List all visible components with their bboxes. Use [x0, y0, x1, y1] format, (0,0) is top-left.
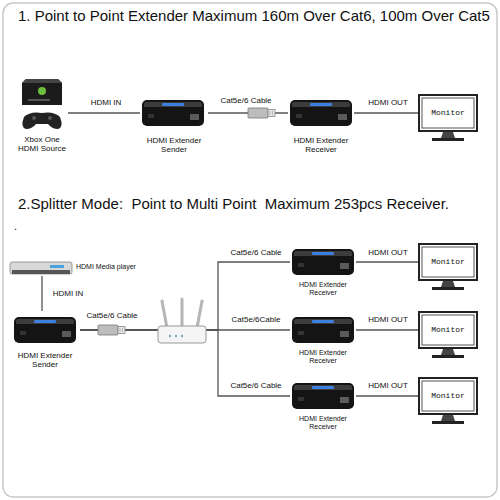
monitor-screen: Monitor [418, 311, 478, 361]
source-device: Xbox One HDMI Source [16, 77, 68, 153]
device-label: HDMI Media player [76, 263, 136, 271]
media-player: HDMI Media player [10, 260, 140, 276]
cable-label: Cat5e/6 Cable [218, 96, 273, 106]
cable-label: HDMI OUT [366, 98, 410, 108]
device-label: HDMI Extender Sender [140, 136, 208, 154]
sender-unit: HDMI Extender Sender [10, 311, 80, 369]
monitor-screen: Monitor [418, 243, 478, 293]
screen-label: Monitor [422, 98, 474, 128]
device-label: HDMI Extender Receiver [290, 281, 356, 297]
device-label: HDMI Extender Receiver [290, 415, 356, 431]
cable-line [356, 395, 418, 396]
sender-picture [14, 317, 76, 343]
cable-line [356, 261, 418, 262]
monitor-screen: Monitor [418, 377, 478, 427]
section-heading: 2.Splitter Mode: Point to Multi Point Ma… [18, 195, 449, 213]
router-picture [158, 299, 206, 343]
device-label: HDMI Extender Receiver [290, 349, 356, 365]
device-label: HDMI Extender Sender [10, 351, 80, 369]
device-label: HDMI Extender Receiver [288, 136, 354, 154]
rj45-plug [248, 108, 275, 118]
cable-label: HDMI IN [89, 98, 124, 108]
cable-label: Cat5e/6 Cable [84, 311, 139, 321]
receiver-picture [292, 249, 354, 275]
sender-picture [142, 100, 204, 126]
screen-label: Monitor [422, 247, 474, 277]
frame-border [3, 3, 497, 497]
diagram-title: 1. Point to Point Extender Maximum 160m … [18, 7, 490, 25]
cable-line [41, 276, 42, 311]
cable-label: HDMI OUT [366, 248, 410, 258]
cable-line [80, 262, 290, 330]
stray-mark: . [14, 220, 17, 233]
media-player-picture [10, 262, 72, 274]
receiver-unit: HDMI Extender Receiver [288, 94, 354, 154]
rj45-plug [98, 325, 125, 335]
device-label: Xbox One HDMI Source [16, 135, 68, 153]
screen-label: Monitor [422, 381, 474, 411]
sender-unit: HDMI Extender Sender [140, 94, 208, 154]
receiver-picture [292, 383, 354, 409]
screen-label: Monitor [422, 315, 474, 345]
monitor-screen: Monitor [418, 94, 478, 144]
cable-label: HDMI OUT [366, 315, 410, 325]
monitor-picture [419, 244, 477, 290]
cable-label: HDMI IN [51, 289, 86, 299]
monitor-picture [419, 312, 477, 358]
console-picture [22, 79, 62, 129]
monitor-picture [419, 95, 477, 141]
cable-line [356, 329, 418, 330]
cable-label: Cat5e/6Cable [230, 315, 283, 325]
monitor-picture [419, 378, 477, 424]
cable-label: Cat5e/6 Cable [228, 381, 283, 391]
cable-line [354, 112, 418, 113]
receiver-unit: HDMI Extender Receiver [290, 377, 356, 431]
cable-line [68, 112, 140, 113]
receiver-picture [292, 317, 354, 343]
receiver-unit: HDMI Extender Receiver [290, 311, 356, 365]
receiver-picture [290, 100, 352, 126]
cable-label: Cat5e/6 Cable [228, 248, 283, 258]
cable-label: HDMI OUT [366, 381, 410, 391]
receiver-unit: HDMI Extender Receiver [290, 243, 356, 297]
